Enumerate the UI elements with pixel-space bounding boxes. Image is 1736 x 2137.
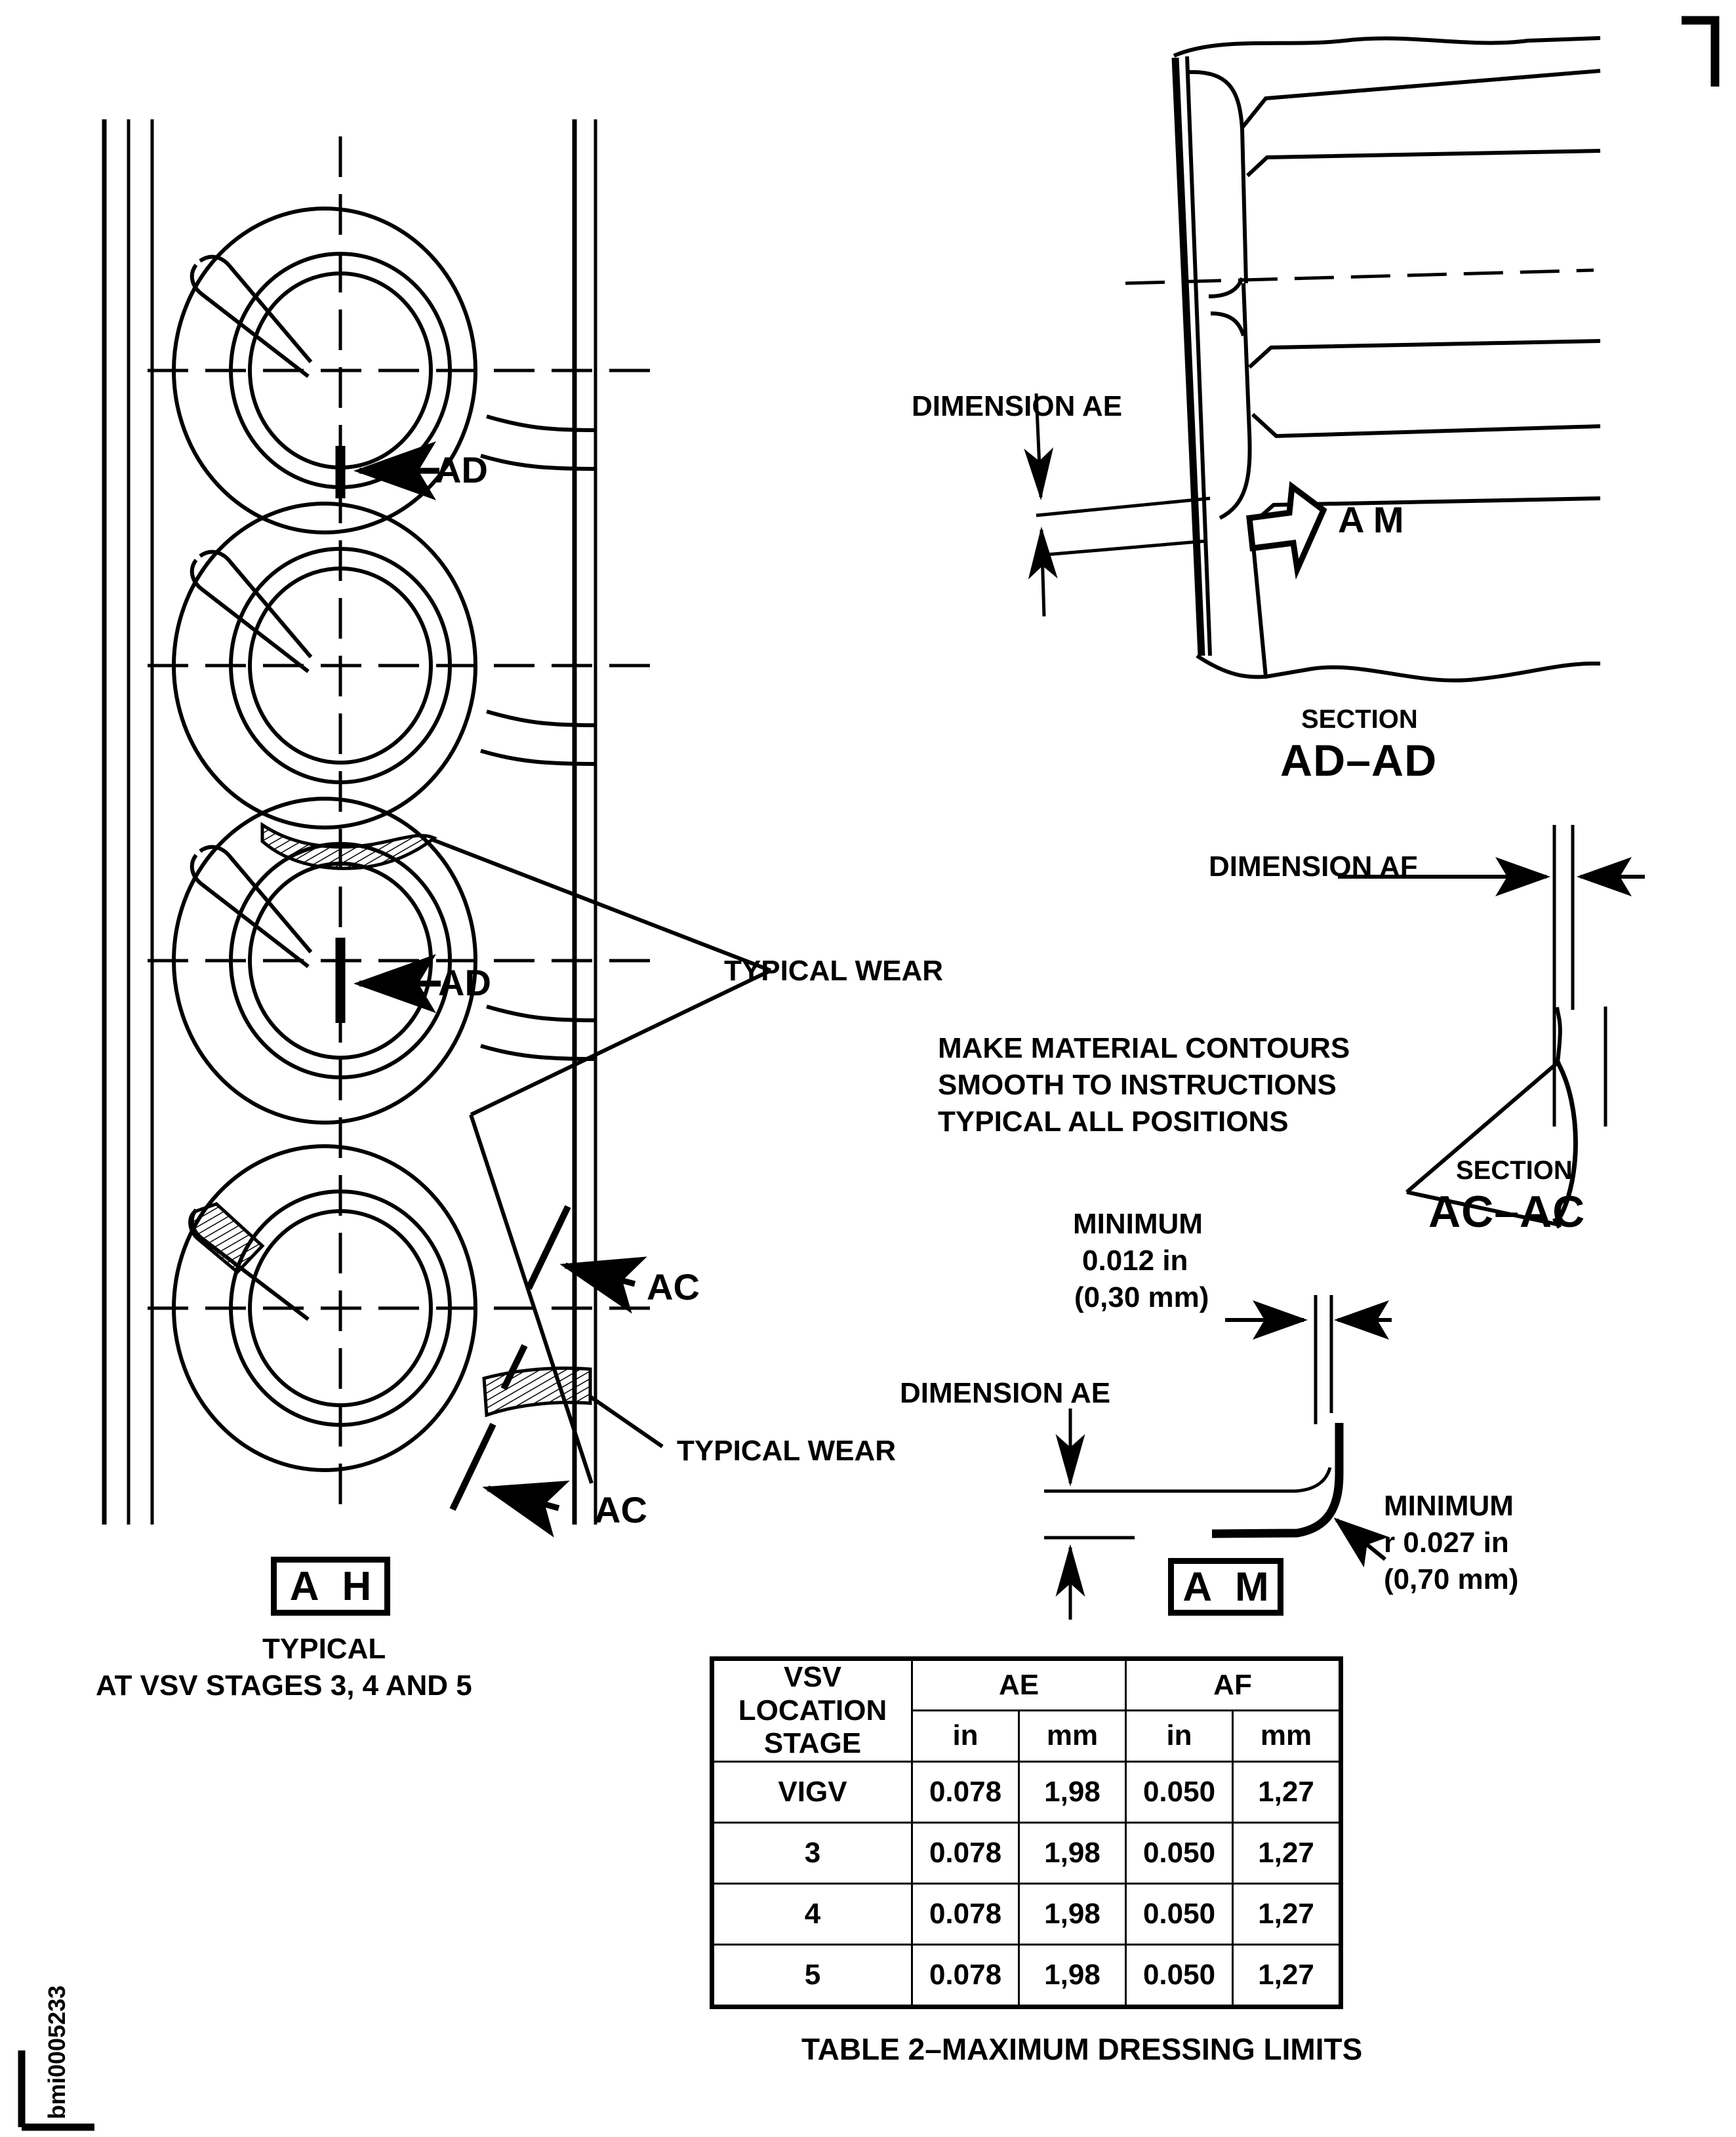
header-group-af: AF (1125, 1656, 1343, 1711)
dimension-ae-label-am: DIMENSION AE (900, 1377, 1111, 1409)
min-thickness-line3: (0,30 mm) (1074, 1281, 1209, 1313)
cell-af-mm: 1,27 (1232, 1943, 1343, 2009)
am-open-arrow (1246, 481, 1327, 580)
flag-am-text: A M (1182, 1564, 1276, 1610)
flag-ah: A H (271, 1557, 390, 1616)
cell-stage: 4 (710, 1882, 913, 1946)
table-row: 3 0.078 1,98 0.050 1,27 (710, 1821, 1343, 1885)
cell-ae-mm: 1,98 (1018, 1760, 1127, 1824)
dimension-af-label: DIMENSION AF (1209, 850, 1418, 883)
cell-ae-in: 0.078 (911, 1821, 1020, 1885)
header-unit-af-in: in (1125, 1709, 1234, 1763)
table-row: VIGV 0.078 1,98 0.050 1,27 (710, 1760, 1343, 1824)
table-row: 4 0.078 1,98 0.050 1,27 (710, 1882, 1343, 1946)
flag-ah-text: A H (289, 1563, 378, 1609)
cell-stage: VIGV (710, 1760, 913, 1824)
cell-af-mm: 1,27 (1232, 1821, 1343, 1885)
corner-registration-mark (1682, 16, 1720, 87)
cell-af-mm: 1,27 (1232, 1882, 1343, 1946)
cell-ae-mm: 1,98 (1018, 1943, 1127, 2009)
cell-af-mm: 1,27 (1232, 1760, 1343, 1824)
left-view-caption-line2: AT VSV STAGES 3, 4 AND 5 (96, 1669, 472, 1702)
section-name-acac: AC–AC (1428, 1187, 1586, 1237)
cell-ae-mm: 1,98 (1018, 1821, 1127, 1885)
section-acac-geometry (1552, 825, 1607, 1229)
am-arrow-label: A M (1338, 499, 1404, 540)
ac-section-cut-dash-mid (500, 1344, 528, 1391)
cell-af-in: 0.050 (1125, 1821, 1234, 1885)
left-view-casing-rails (102, 119, 597, 1525)
maximum-dressing-limits-table: VSV LOCATION STAGE AE AF in mm in mm VIG… (710, 1656, 1343, 2009)
section-word-acac: SECTION (1456, 1156, 1573, 1185)
cell-af-in: 0.050 (1125, 1760, 1234, 1824)
typical-wear-patch-lever (188, 1202, 265, 1275)
header-group-ae: AE (911, 1656, 1127, 1711)
vsv-boss-2 (148, 502, 662, 829)
header-unit-ae-in: in (911, 1709, 1020, 1763)
typical-wear-patch-upper (260, 822, 437, 870)
callout-ad-middle: AD (438, 962, 491, 1003)
header-stage-line2: STAGE (763, 1727, 862, 1760)
header-unit-af-mm: mm (1232, 1709, 1343, 1763)
cell-af-in: 0.050 (1125, 1882, 1234, 1946)
typical-wear-label-main: TYPICAL WEAR (724, 955, 944, 987)
typical-wear-label-lower: TYPICAL WEAR (677, 1435, 897, 1467)
contour-note-line1: MAKE MATERIAL CONTOURS (938, 1032, 1350, 1064)
header-stage-line1: VSV LOCATION (738, 1661, 887, 1727)
header-unit-ae-mm: mm (1018, 1709, 1127, 1763)
callout-ac-lower: AC (594, 1489, 647, 1530)
drawing-id-bracket (18, 2050, 94, 2131)
min-radius-line2: r 0.027 in (1384, 1527, 1509, 1559)
left-view-caption-line1: TYPICAL (262, 1633, 386, 1665)
cell-ae-in: 0.078 (911, 1760, 1020, 1824)
ad-section-cut-1 (335, 441, 439, 500)
table-header-row-groups: VSV LOCATION STAGE AE AF (710, 1656, 1343, 1763)
table-header-row-units: in mm in mm (712, 1709, 1343, 1763)
cell-ae-mm: 1,98 (1018, 1882, 1127, 1946)
cell-stage: 5 (710, 1943, 913, 2009)
table-caption: TABLE 2–MAXIMUM DRESSING LIMITS (801, 2032, 1363, 2066)
section-adad-geometry (1125, 36, 1601, 683)
drawing-id: bmi0005233 (43, 1985, 70, 2119)
cell-af-in: 0.050 (1125, 1943, 1234, 2009)
section-word-adad: SECTION (1301, 705, 1418, 734)
table-row: 5 0.078 1,98 0.050 1,27 (710, 1943, 1343, 2009)
min-thickness-line2: 0.012 in (1082, 1245, 1188, 1277)
dimension-ae-adad (1024, 393, 1211, 617)
ac-section-cut-upper (525, 1205, 647, 1314)
vsv-boss-1 (148, 207, 662, 534)
table-body: VIGV 0.078 1,98 0.050 1,27 3 0.078 1,98 … (710, 1760, 1343, 2009)
flag-am: A M (1168, 1558, 1283, 1616)
header-vsv-location-stage: VSV LOCATION STAGE (710, 1656, 913, 1763)
min-thickness-line1: MINIMUM (1073, 1208, 1203, 1240)
min-radius-line3: (0,70 mm) (1384, 1563, 1519, 1595)
min-radius-line1: MINIMUM (1384, 1490, 1514, 1522)
callout-ac-upper: AC (647, 1266, 700, 1308)
cell-ae-in: 0.078 (911, 1882, 1020, 1946)
cell-ae-in: 0.078 (911, 1943, 1020, 2009)
dimension-ae-label-adad: DIMENSION AE (912, 390, 1123, 422)
vsv-boss-4 (148, 1144, 662, 1472)
typical-wear-leader-lower (589, 1395, 664, 1448)
typical-wear-leader (430, 837, 772, 1484)
contour-note-leader (1405, 1059, 1561, 1227)
cell-stage: 3 (710, 1821, 913, 1885)
contour-note-line3: TYPICAL ALL POSITIONS (938, 1106, 1289, 1138)
ad-section-cut-2 (335, 938, 441, 1023)
ac-section-cut-lower (449, 1422, 570, 1538)
callout-ad-top: AD (435, 449, 488, 490)
table-head: VSV LOCATION STAGE AE AF in mm in mm (710, 1656, 1343, 1763)
section-name-adad: AD–AD (1280, 736, 1438, 786)
detail-am-geometry (1044, 1295, 1392, 1620)
contour-note-line2: SMOOTH TO INSTRUCTIONS (938, 1069, 1337, 1101)
